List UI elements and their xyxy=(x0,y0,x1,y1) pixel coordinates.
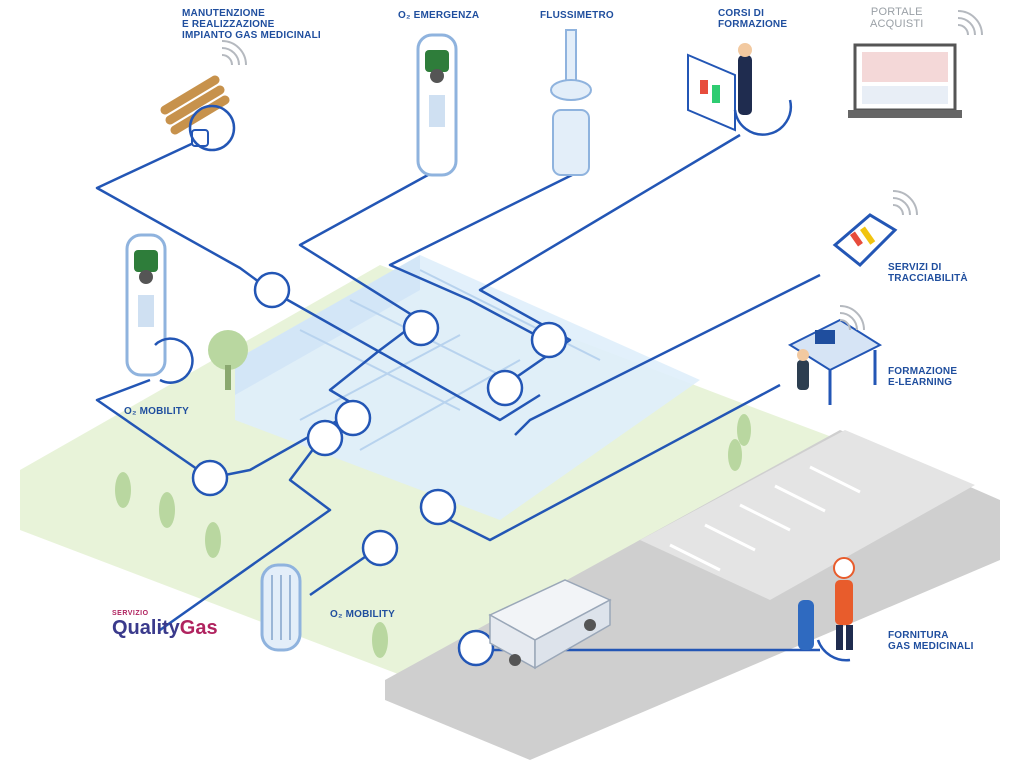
wifi-signal-icon xyxy=(221,10,983,331)
line-corsi xyxy=(478,133,741,387)
line-manutenzione xyxy=(95,138,541,422)
label-elearning: FORMAZIONE E-LEARNING xyxy=(888,366,958,388)
label-flussimetro: FLUSSIMETRO xyxy=(540,10,614,21)
brand-gas: Gas xyxy=(179,617,218,639)
portal-laptop xyxy=(848,43,962,118)
tablet-illustration xyxy=(832,213,898,268)
line-tracciabilita xyxy=(514,273,821,436)
interior-partitions xyxy=(299,269,601,451)
node-emergency xyxy=(306,419,344,457)
label-mobility-left: O₂ MOBILITY xyxy=(124,406,189,417)
brand-quality: Quality xyxy=(112,617,180,639)
label-corsi: CORSI DI FORMAZIONE xyxy=(718,8,788,30)
quality-gas-logo: SERVIZIO QualityGas xyxy=(112,610,218,640)
node-flussimetro xyxy=(334,399,372,437)
node-mobility-bottom xyxy=(361,529,399,567)
flowmeter-illustration xyxy=(550,29,592,176)
label-portale: PORTALE ACQUISTI xyxy=(870,6,924,30)
tree-trunk xyxy=(225,365,231,390)
line-flussimetro xyxy=(388,173,573,342)
o2-emergency-cylinder xyxy=(416,33,458,177)
node-tracciabilita xyxy=(486,369,524,407)
parking-lot xyxy=(640,430,975,600)
label-o2-emergenza: O₂ EMERGENZA xyxy=(398,10,480,21)
node-mobility-left xyxy=(191,459,229,497)
node-elearning xyxy=(419,488,457,526)
node-manutenzione xyxy=(253,271,291,309)
trees xyxy=(115,330,751,658)
o2-mobility-cylinder-bottom xyxy=(260,563,302,652)
node-circles xyxy=(191,271,568,667)
manifold-illustration xyxy=(160,75,236,152)
parking-stripes xyxy=(669,465,861,572)
label-fornitura: FORNITURA GAS MEDICINALI xyxy=(888,630,974,652)
delivery-truck xyxy=(488,579,612,670)
node-corsi xyxy=(530,321,568,359)
label-manutenzione: MANUTENZIONE E REALIZZAZIONE IMPIANTO GA… xyxy=(182,8,321,41)
elearning-desk xyxy=(787,318,883,405)
node-office-1 xyxy=(402,309,440,347)
line-mobility-bottom xyxy=(309,548,376,597)
label-mobility-bottom: O₂ MOBILITY xyxy=(330,609,395,620)
label-tracciabilita: SERVIZI DI TRACCIABILITÀ xyxy=(888,262,968,284)
line-mobility-left xyxy=(95,378,211,480)
o2-mobility-cylinder-left xyxy=(125,233,194,384)
brand-prefix: SERVIZIO xyxy=(112,610,149,617)
line-o2-emergenza xyxy=(209,168,438,480)
delivery-worker xyxy=(798,557,855,662)
node-fornitura xyxy=(457,629,495,667)
training-easel xyxy=(687,43,792,136)
line-qualitygas xyxy=(159,439,332,632)
